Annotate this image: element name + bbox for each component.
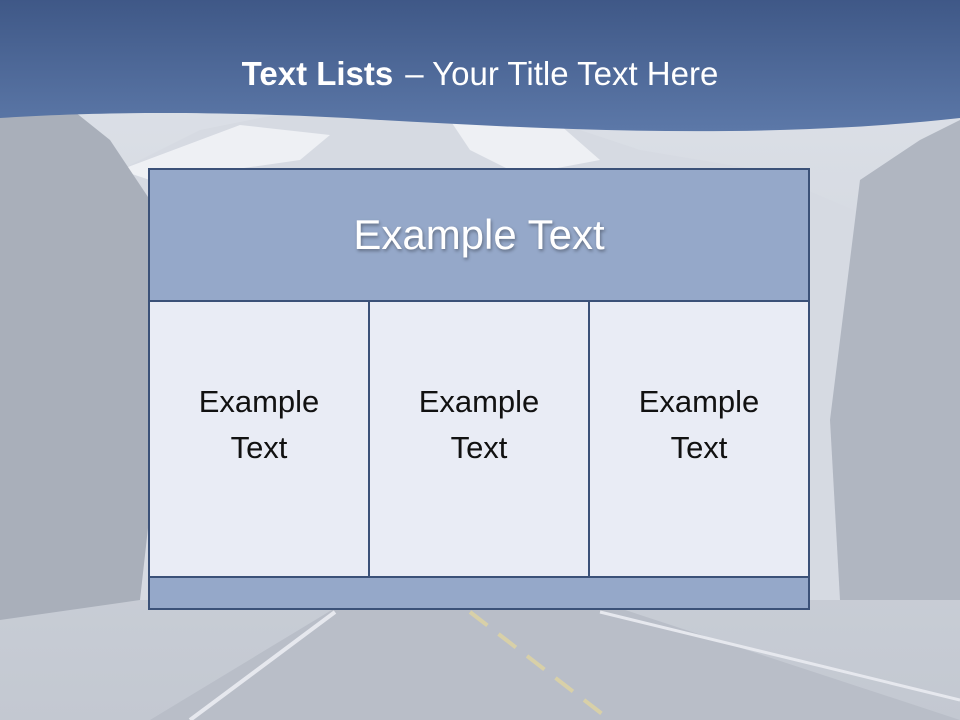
diagram-column-3: Example Text [588, 300, 810, 578]
slide-title-rest: – Your Title Text Here [405, 55, 719, 92]
slide-title-bold: Text Lists [241, 55, 394, 92]
diagram-column-2: Example Text [368, 300, 590, 578]
diagram-column-1: Example Text [148, 300, 370, 578]
diagram-header-cell: Example Text [148, 168, 810, 302]
text-list-diagram: Example Text Example Text Example Text E… [148, 168, 810, 610]
diagram-footer-bar [148, 576, 810, 610]
slide-title: Text Lists – Your Title Text Here [0, 52, 960, 96]
diagram-column-3-text: Example Text [638, 384, 760, 465]
diagram-column-1-text: Example Text [198, 384, 320, 465]
diagram-column-2-text: Example Text [418, 384, 540, 465]
diagram-header-text: Example Text [353, 211, 605, 258]
